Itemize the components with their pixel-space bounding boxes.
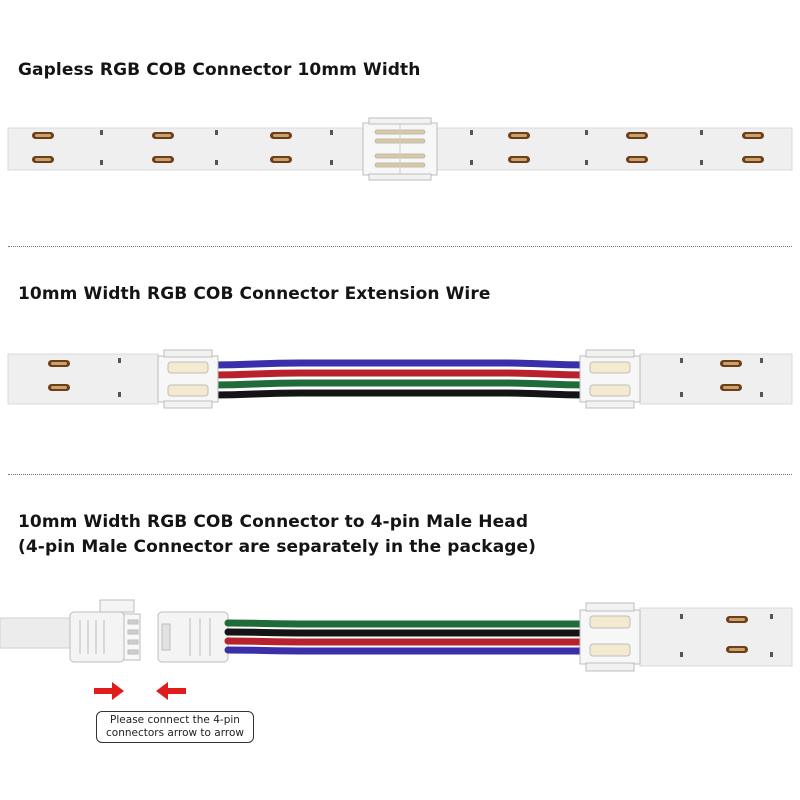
- male-plug: [69, 599, 141, 663]
- male-head-connector-illustration: [0, 599, 793, 700]
- pad-mark: [470, 160, 473, 165]
- cob-strip-left: [7, 127, 364, 171]
- section-divider: [8, 474, 792, 475]
- arrow-right-icon: [94, 682, 124, 700]
- pad-mark: [680, 358, 683, 363]
- led-chip-icon: [270, 156, 292, 163]
- wire-green: [224, 619, 590, 628]
- led-chip-icon: [742, 156, 764, 163]
- wire-red: [210, 369, 590, 379]
- led-chip-icon: [32, 156, 54, 163]
- extension-wire-illustration: [7, 349, 793, 409]
- led-chip-icon: [742, 132, 764, 139]
- cob-strip-right: [639, 353, 793, 405]
- wire-red: [224, 637, 590, 646]
- connector-left: [157, 349, 219, 409]
- pad-mark: [680, 652, 683, 657]
- extension-wire-cable: [210, 359, 590, 399]
- pad-mark: [770, 652, 773, 657]
- led-chip-icon: [626, 156, 648, 163]
- wire-blue: [224, 646, 590, 655]
- led-chip-icon: [726, 646, 748, 653]
- section-3-title: 10mm Width RGB COB Connector to 4-pin Ma…: [18, 512, 529, 532]
- pad-mark: [700, 160, 703, 165]
- pad-mark: [470, 130, 473, 135]
- led-chips-row: [680, 614, 773, 657]
- wire-blue: [210, 359, 590, 369]
- cob-strip-left: [7, 353, 159, 405]
- pad-mark: [585, 160, 588, 165]
- led-chip-icon: [508, 156, 530, 163]
- section-divider: [8, 246, 792, 247]
- pad-mark: [118, 358, 121, 363]
- note-line-2: connectors arrow to arrow: [106, 727, 244, 739]
- cob-strip: [639, 607, 793, 667]
- strip-connector: [579, 602, 641, 672]
- pad-mark: [100, 160, 103, 165]
- pad-mark: [760, 358, 763, 363]
- section-2-title: 10mm Width RGB COB Connector Extension W…: [18, 284, 491, 304]
- pad-mark: [680, 392, 683, 397]
- pad-mark: [770, 614, 773, 619]
- gapless-connector: [362, 117, 438, 181]
- wire-black: [224, 628, 590, 637]
- led-chip-icon: [508, 132, 530, 139]
- led-chips-row: [48, 358, 763, 397]
- section-3-subtitle: (4-pin Male Connector are separately in …: [18, 537, 537, 557]
- pad-mark: [330, 160, 333, 165]
- gapless-connector-illustration: [7, 117, 793, 181]
- led-chip-icon: [720, 384, 742, 391]
- led-chip-icon: [270, 132, 292, 139]
- section-1-title: Gapless RGB COB Connector 10mm Width: [18, 60, 421, 80]
- arrow-left-icon: [156, 682, 186, 700]
- connection-instruction-note: Please connect the 4-pin connectors arro…: [96, 711, 254, 743]
- led-chip-icon: [32, 132, 54, 139]
- led-chip-icon: [48, 360, 70, 367]
- led-chip-icon: [626, 132, 648, 139]
- led-chip-icon: [152, 132, 174, 139]
- wire-black: [210, 389, 590, 399]
- grey-power-cable: [0, 617, 71, 649]
- led-chip-icon: [726, 616, 748, 623]
- pad-mark: [680, 614, 683, 619]
- pad-mark: [330, 130, 333, 135]
- led-chip-icon: [152, 156, 174, 163]
- four-color-cable: [224, 619, 590, 655]
- pad-mark: [700, 130, 703, 135]
- cob-strip-right: [436, 127, 793, 171]
- pad-mark: [215, 160, 218, 165]
- pad-mark: [100, 130, 103, 135]
- female-socket: [157, 611, 229, 663]
- pad-mark: [118, 392, 121, 397]
- connector-right: [579, 349, 641, 409]
- pad-mark: [585, 130, 588, 135]
- led-chip-icon: [48, 384, 70, 391]
- led-chip-icon: [720, 360, 742, 367]
- led-chips-row: [32, 130, 764, 165]
- note-line-1: Please connect the 4-pin: [110, 714, 240, 726]
- pad-mark: [215, 130, 218, 135]
- pad-mark: [760, 392, 763, 397]
- wire-green: [210, 379, 590, 389]
